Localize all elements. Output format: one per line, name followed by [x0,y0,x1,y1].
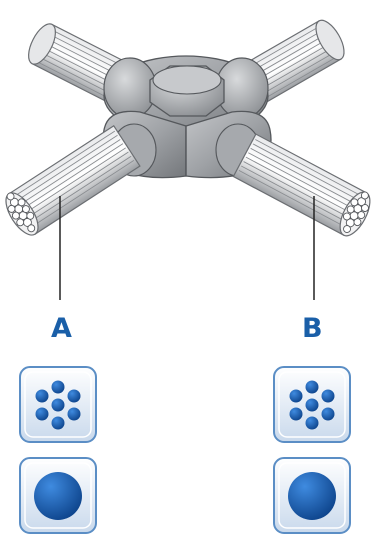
callout-label-a: A [51,313,72,344]
cable-lower-left [5,124,141,236]
callout-label-b: B [302,313,323,344]
cable-lower-right [232,133,371,237]
solid-conductor-icon [19,457,97,534]
stranded-conductor-icon [273,366,351,443]
stranded-conductor-icon [19,366,97,443]
solid-conductor-icon [273,457,351,534]
